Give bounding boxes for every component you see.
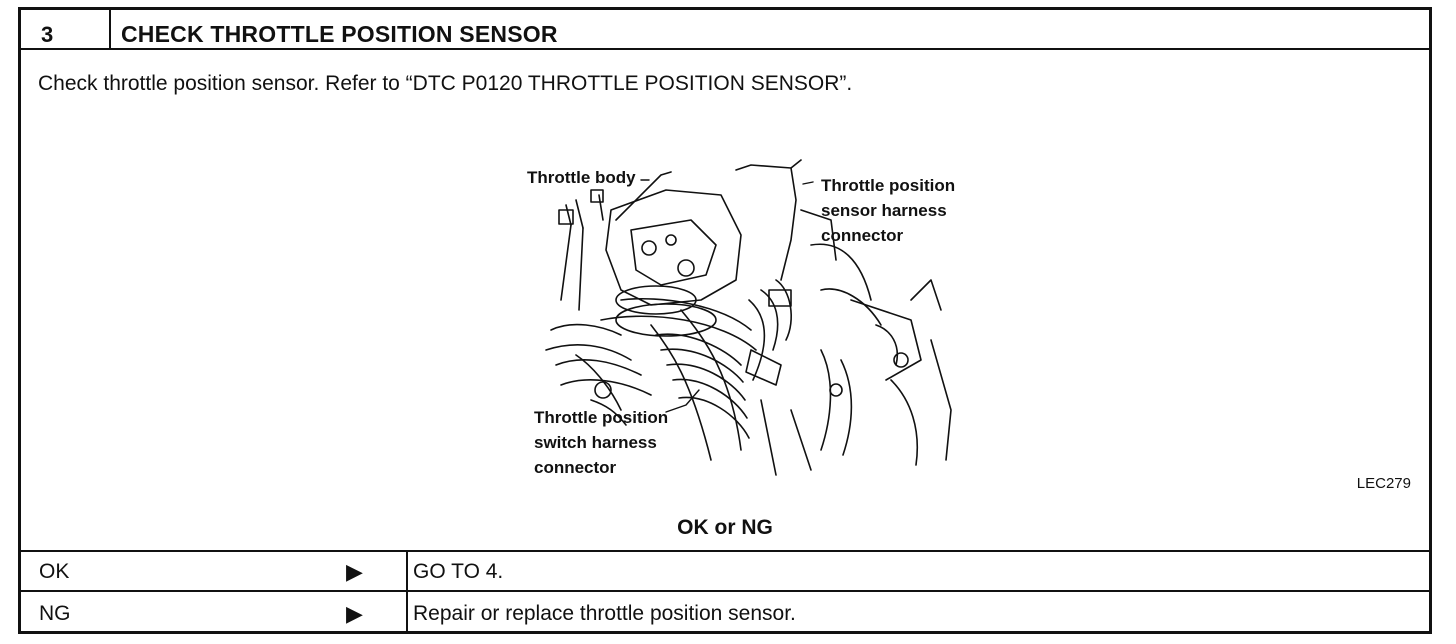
header-divider bbox=[21, 48, 1429, 50]
result-ok-action: GO TO 4. bbox=[413, 560, 504, 583]
step-number-divider bbox=[109, 10, 111, 48]
results-column-divider bbox=[406, 550, 408, 634]
play-arrow-icon: ▶ bbox=[346, 559, 363, 584]
figure-code: LEC279 bbox=[1356, 475, 1411, 492]
step-number: 3 bbox=[41, 22, 54, 47]
throttle-body-label: Throttle body bbox=[527, 168, 636, 187]
engine-line-drawing bbox=[545, 159, 952, 476]
result-ng-action: Repair or replace throttle position sens… bbox=[413, 602, 796, 625]
procedure-table: 3 CHECK THROTTLE POSITION SENSOR Check t… bbox=[18, 7, 1432, 634]
switch-harness-connector-label: Throttle position switch harness connect… bbox=[534, 408, 669, 477]
results-row-divider bbox=[21, 590, 1429, 592]
instruction-text: Check throttle position sensor. Refer to… bbox=[38, 72, 853, 95]
result-ng-label: NG bbox=[39, 602, 71, 625]
result-ok-label: OK bbox=[39, 560, 70, 583]
sensor-harness-connector-label: Throttle position sensor harness connect… bbox=[821, 176, 956, 245]
throttle-body-illustration: Throttle body Throttle position sensor h… bbox=[491, 150, 961, 480]
result-heading: OK or NG bbox=[677, 516, 773, 539]
play-arrow-icon: ▶ bbox=[346, 601, 363, 626]
results-top-divider bbox=[21, 550, 1429, 552]
step-title: CHECK THROTTLE POSITION SENSOR bbox=[121, 21, 558, 47]
